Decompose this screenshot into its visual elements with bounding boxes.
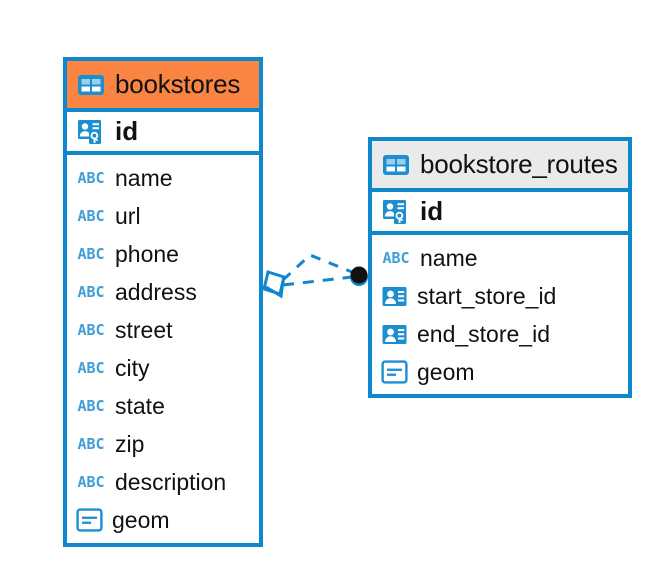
attribute-row[interactable]: ABC street	[67, 311, 259, 349]
text-type-icon: ABC	[77, 358, 105, 377]
text-type-icon: ABC	[77, 244, 105, 263]
attribute-row[interactable]: ABC phone	[67, 235, 259, 273]
entity-bookstores-primary-key-row[interactable]: id	[67, 108, 259, 155]
text-type-icon: ABC	[77, 320, 105, 339]
table-icon	[381, 150, 411, 180]
attribute-label: end_store_id	[417, 320, 550, 347]
text-type-icon: ABC	[77, 434, 105, 453]
crows-foot-marker	[262, 270, 286, 299]
entity-bookstores[interactable]: bookstores id	[63, 57, 263, 547]
attribute-label: street	[115, 316, 173, 343]
attribute-label: start_store_id	[417, 282, 557, 309]
entity-bookstores-attribute-list: ABC name ABC url ABC phone ABC	[67, 155, 259, 543]
attribute-row[interactable]: ABC name	[372, 239, 628, 277]
text-type-icon: ABC	[77, 396, 105, 415]
attribute-label: address	[115, 278, 197, 305]
text-type-icon: ABC	[77, 282, 105, 301]
attribute-row[interactable]: ABC description	[67, 463, 259, 501]
attribute-label: city	[115, 354, 150, 381]
attribute-label: url	[115, 202, 141, 229]
attribute-row[interactable]: ABC address	[67, 273, 259, 311]
primary-key-icon	[381, 197, 411, 227]
table-icon	[76, 70, 106, 100]
entity-bookstores-header[interactable]: bookstores	[67, 61, 259, 108]
attribute-row[interactable]: ABC state	[67, 387, 259, 425]
entity-bookstore-routes-attribute-list: ABC name start_store_id	[372, 235, 628, 395]
entity-bookstore-routes-name: bookstore_routes	[420, 149, 618, 179]
primary-key-icon	[76, 117, 106, 147]
geometry-type-icon	[76, 508, 103, 532]
attribute-row[interactable]: ABC zip	[67, 425, 259, 463]
geometry-type-icon	[381, 360, 408, 384]
foreign-key-icon	[381, 321, 408, 348]
attribute-label: description	[115, 468, 227, 495]
entity-bookstore-routes-header[interactable]: bookstore_routes	[372, 141, 628, 188]
attribute-label: geom	[417, 358, 475, 385]
entity-bookstores-name: bookstores	[115, 69, 241, 99]
attribute-row[interactable]: start_store_id	[372, 277, 628, 315]
attribute-row[interactable]: ABC city	[67, 349, 259, 387]
attribute-row[interactable]: ABC url	[67, 197, 259, 235]
relationship-line	[282, 275, 353, 287]
text-type-icon: ABC	[382, 248, 410, 267]
foreign-key-icon	[381, 283, 408, 310]
attribute-label: geom	[112, 506, 170, 533]
text-type-icon: ABC	[77, 472, 105, 491]
crows-foot-icon	[281, 253, 353, 282]
attribute-label: state	[115, 392, 165, 419]
entity-bookstores-primary-key-label: id	[115, 116, 139, 146]
entity-bookstore-routes-primary-key-row[interactable]: id	[372, 188, 628, 235]
text-type-icon: ABC	[77, 206, 105, 225]
attribute-row[interactable]: ABC name	[67, 159, 259, 197]
attribute-label: name	[420, 244, 478, 271]
text-type-icon: ABC	[77, 168, 105, 187]
entity-bookstore-routes[interactable]: bookstore_routes id	[368, 137, 632, 398]
entity-bookstore-routes-primary-key-label: id	[420, 196, 444, 226]
attribute-label: phone	[115, 240, 179, 267]
filled-circle-marker	[350, 266, 368, 286]
attribute-row[interactable]: geom	[67, 501, 259, 539]
attribute-row[interactable]: geom	[372, 353, 628, 391]
attribute-row[interactable]: end_store_id	[372, 315, 628, 353]
attribute-label: zip	[115, 430, 145, 457]
attribute-label: name	[115, 164, 173, 191]
